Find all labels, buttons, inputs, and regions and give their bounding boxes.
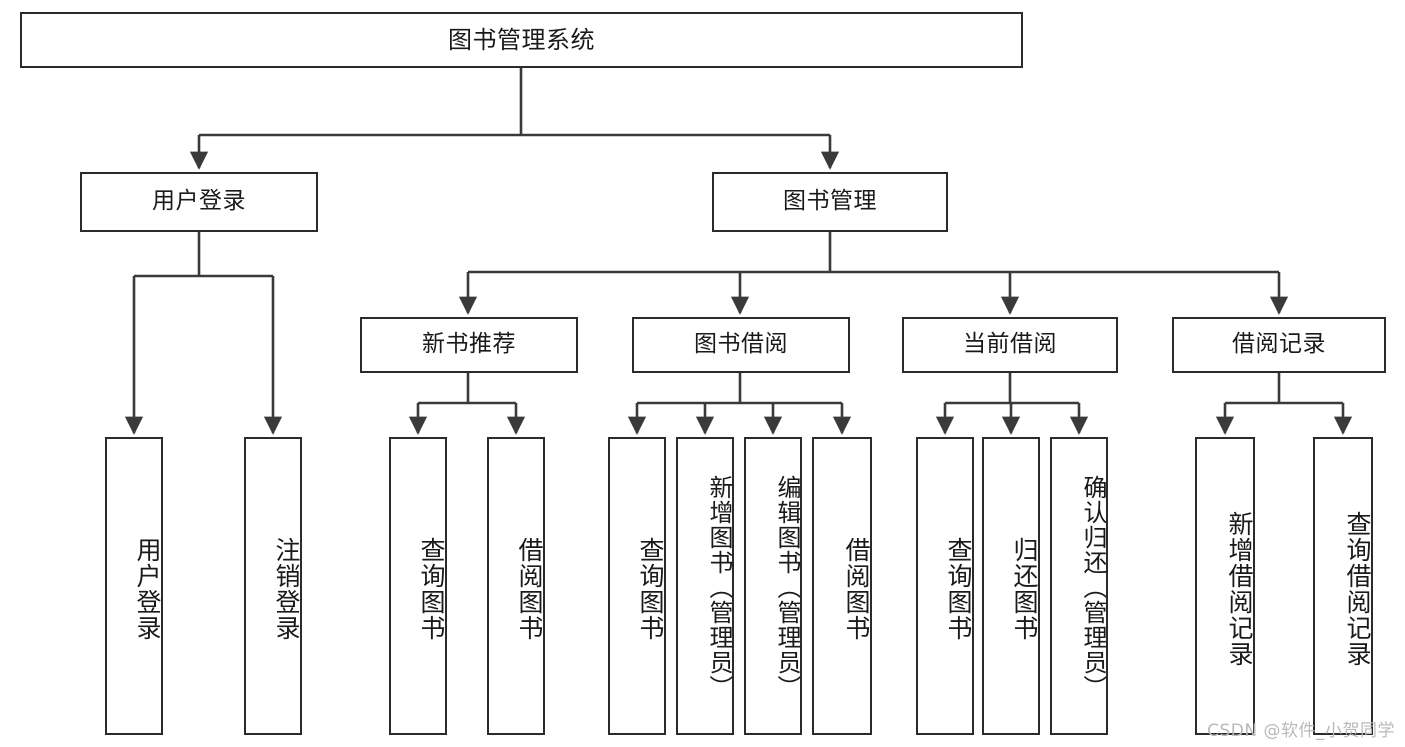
- node-label: 编辑图书（管理员）: [773, 474, 801, 700]
- node-label: 图书借阅: [694, 331, 788, 358]
- node-label: 借阅图书: [842, 537, 871, 641]
- node-leaf-query-book-borrow[interactable]: 查询图书: [608, 437, 666, 735]
- node-label: 当前借阅: [963, 331, 1057, 358]
- node-leaf-edit-book-admin[interactable]: 编辑图书（管理员）: [744, 437, 802, 735]
- node-leaf-return-book[interactable]: 归还图书: [982, 437, 1040, 735]
- node-leaf-logout[interactable]: 注销登录: [244, 437, 302, 735]
- node-book-manage[interactable]: 图书管理: [712, 172, 948, 232]
- node-current-borrow[interactable]: 当前借阅: [902, 317, 1118, 373]
- node-label: 用户登录: [152, 188, 246, 215]
- node-label: 新增借阅记录: [1225, 511, 1254, 667]
- node-leaf-borrow-book-recommend[interactable]: 借阅图书: [487, 437, 545, 735]
- node-new-book-recommend[interactable]: 新书推荐: [360, 317, 578, 373]
- node-borrow-record[interactable]: 借阅记录: [1172, 317, 1386, 373]
- node-leaf-borrow-book[interactable]: 借阅图书: [812, 437, 872, 735]
- node-label: 用户登录: [133, 537, 162, 641]
- node-leaf-user-login[interactable]: 用户登录: [105, 437, 163, 735]
- node-label: 查询图书: [636, 537, 665, 641]
- node-label: 图书管理系统: [448, 25, 595, 54]
- node-root-图书管理系统[interactable]: 图书管理系统: [20, 12, 1023, 68]
- node-label: 查询图书: [417, 537, 446, 641]
- node-label: 注销登录: [272, 537, 301, 641]
- csdn-watermark: CSDN @软件_小贺同学: [1207, 721, 1395, 741]
- node-leaf-confirm-return-admin[interactable]: 确认归还（管理员）: [1050, 437, 1108, 735]
- node-label: 借阅记录: [1232, 331, 1326, 358]
- node-user-login[interactable]: 用户登录: [80, 172, 318, 232]
- node-label: 借阅图书: [515, 537, 544, 641]
- node-label: 新书推荐: [422, 331, 516, 358]
- node-leaf-add-borrow-record[interactable]: 新增借阅记录: [1195, 437, 1255, 735]
- node-leaf-query-borrow-record[interactable]: 查询借阅记录: [1313, 437, 1373, 735]
- node-label: 归还图书: [1010, 537, 1039, 641]
- node-label: 确认归还（管理员）: [1079, 474, 1107, 700]
- node-label: 查询借阅记录: [1343, 511, 1372, 667]
- node-label: 查询图书: [944, 537, 973, 641]
- node-label: 新增图书（管理员）: [705, 474, 733, 700]
- node-label: 图书管理: [783, 188, 877, 215]
- node-leaf-query-book-recommend[interactable]: 查询图书: [389, 437, 447, 735]
- node-book-borrow[interactable]: 图书借阅: [632, 317, 850, 373]
- node-leaf-query-book-current[interactable]: 查询图书: [916, 437, 974, 735]
- node-leaf-add-book-admin[interactable]: 新增图书（管理员）: [676, 437, 734, 735]
